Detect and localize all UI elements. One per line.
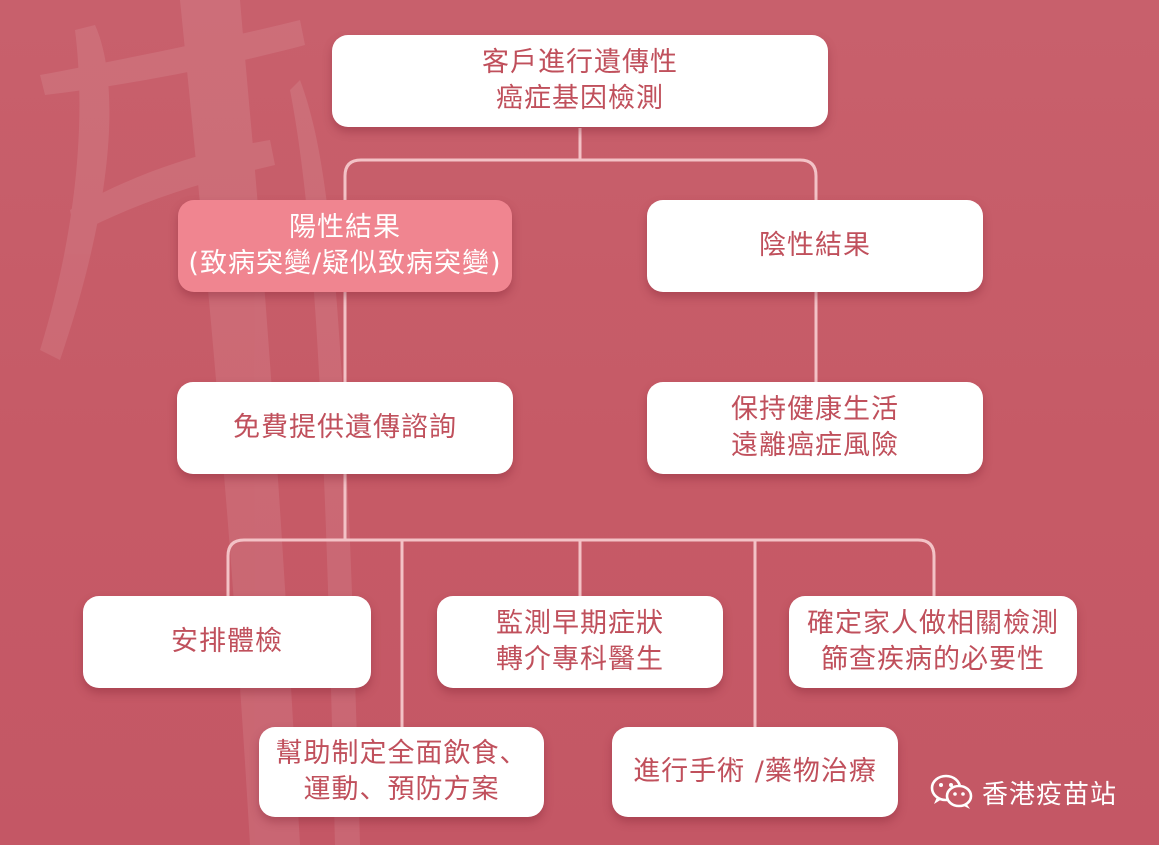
node-family-line-2: 篩查疾病的必要性 — [821, 644, 1045, 675]
node-treatment-line-1: 進行手術 /藥物治療 — [633, 756, 877, 787]
node-root-line-1: 客戶進行遺傳性 — [482, 47, 678, 78]
node-checkup-line-1: 安排體檢 — [171, 626, 283, 657]
watermark-text: 香港疫苗站 — [982, 779, 1118, 810]
node-root-line-2: 癌症基因檢測 — [496, 83, 664, 114]
node-monitor-line-1: 監測早期症狀 — [496, 608, 664, 639]
node-arrange-checkup: 安排體檢 — [83, 596, 371, 688]
node-positive-result: 陽性結果 (致病突變/疑似致病突變) — [178, 200, 512, 292]
wechat-icon — [930, 774, 973, 809]
connector-root-split — [343, 128, 818, 205]
node-healthy-line-2: 遠離癌症風險 — [731, 430, 899, 461]
node-counseling-line-1: 免費提供遺傳諮詢 — [233, 412, 457, 443]
node-plan-line-1: 幫助制定全面飲食、 — [275, 738, 528, 769]
node-genetic-counseling: 免費提供遺傳諮詢 — [177, 382, 513, 474]
node-negative-line-1: 陰性結果 — [759, 230, 871, 261]
connector-counseling-branches — [226, 474, 936, 732]
node-prevention-plan: 幫助制定全面飲食、 運動、預防方案 — [259, 727, 544, 817]
node-surgery-treatment: 進行手術 /藥物治療 — [612, 727, 898, 817]
node-family-testing: 確定家人做相關檢測 篩查疾病的必要性 — [789, 596, 1077, 688]
node-healthy-living: 保持健康生活 遠離癌症風險 — [647, 382, 983, 474]
node-positive-line-1: 陽性結果 — [289, 212, 401, 243]
node-plan-line-2: 運動、預防方案 — [303, 774, 500, 805]
wechat-watermark: 香港疫苗站 — [930, 772, 1117, 812]
node-family-line-1: 確定家人做相關檢測 — [807, 608, 1059, 639]
node-negative-result: 陰性結果 — [647, 200, 983, 292]
node-root: 客戶進行遺傳性 癌症基因檢測 — [332, 35, 828, 127]
node-positive-line-2: (致病突變/疑似致病突變) — [188, 248, 502, 279]
node-monitor-symptoms: 監測早期症狀 轉介專科醫生 — [437, 596, 723, 688]
node-healthy-line-1: 保持健康生活 — [731, 394, 899, 425]
node-monitor-line-2: 轉介專科醫生 — [496, 644, 664, 675]
